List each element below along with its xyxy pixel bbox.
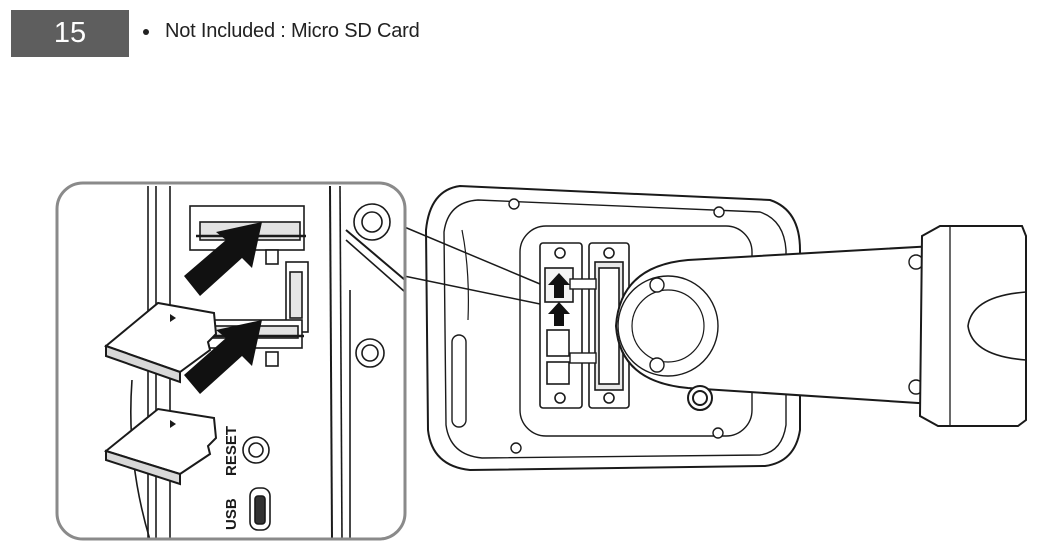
wall-mount-base: [918, 225, 1027, 427]
camera-screws: [508, 198, 725, 454]
usb-label: USB: [223, 498, 240, 530]
insert-arrow-icon: [184, 222, 262, 394]
mounting-arm: [614, 244, 935, 411]
reset-label: RESET: [223, 426, 240, 476]
not-included-note: Not Included : Micro SD Card: [143, 20, 420, 43]
small-arrow-icons: [548, 273, 570, 326]
zoom-callout-connector: [401, 225, 541, 305]
bullet-icon: [143, 28, 149, 35]
zoom-detail-panel: RESET USB: [55, 181, 407, 541]
micro-sd-card-icon: [103, 407, 218, 486]
usb-port: [249, 487, 271, 531]
step-number: 15: [53, 17, 87, 49]
note-text: Not Included : Micro SD Card: [165, 20, 420, 42]
card-lock-switch: [285, 261, 309, 333]
reset-button-hole: [242, 436, 270, 464]
micro-sd-card-icon: [103, 301, 218, 384]
step-number-badge: 15: [11, 10, 129, 57]
